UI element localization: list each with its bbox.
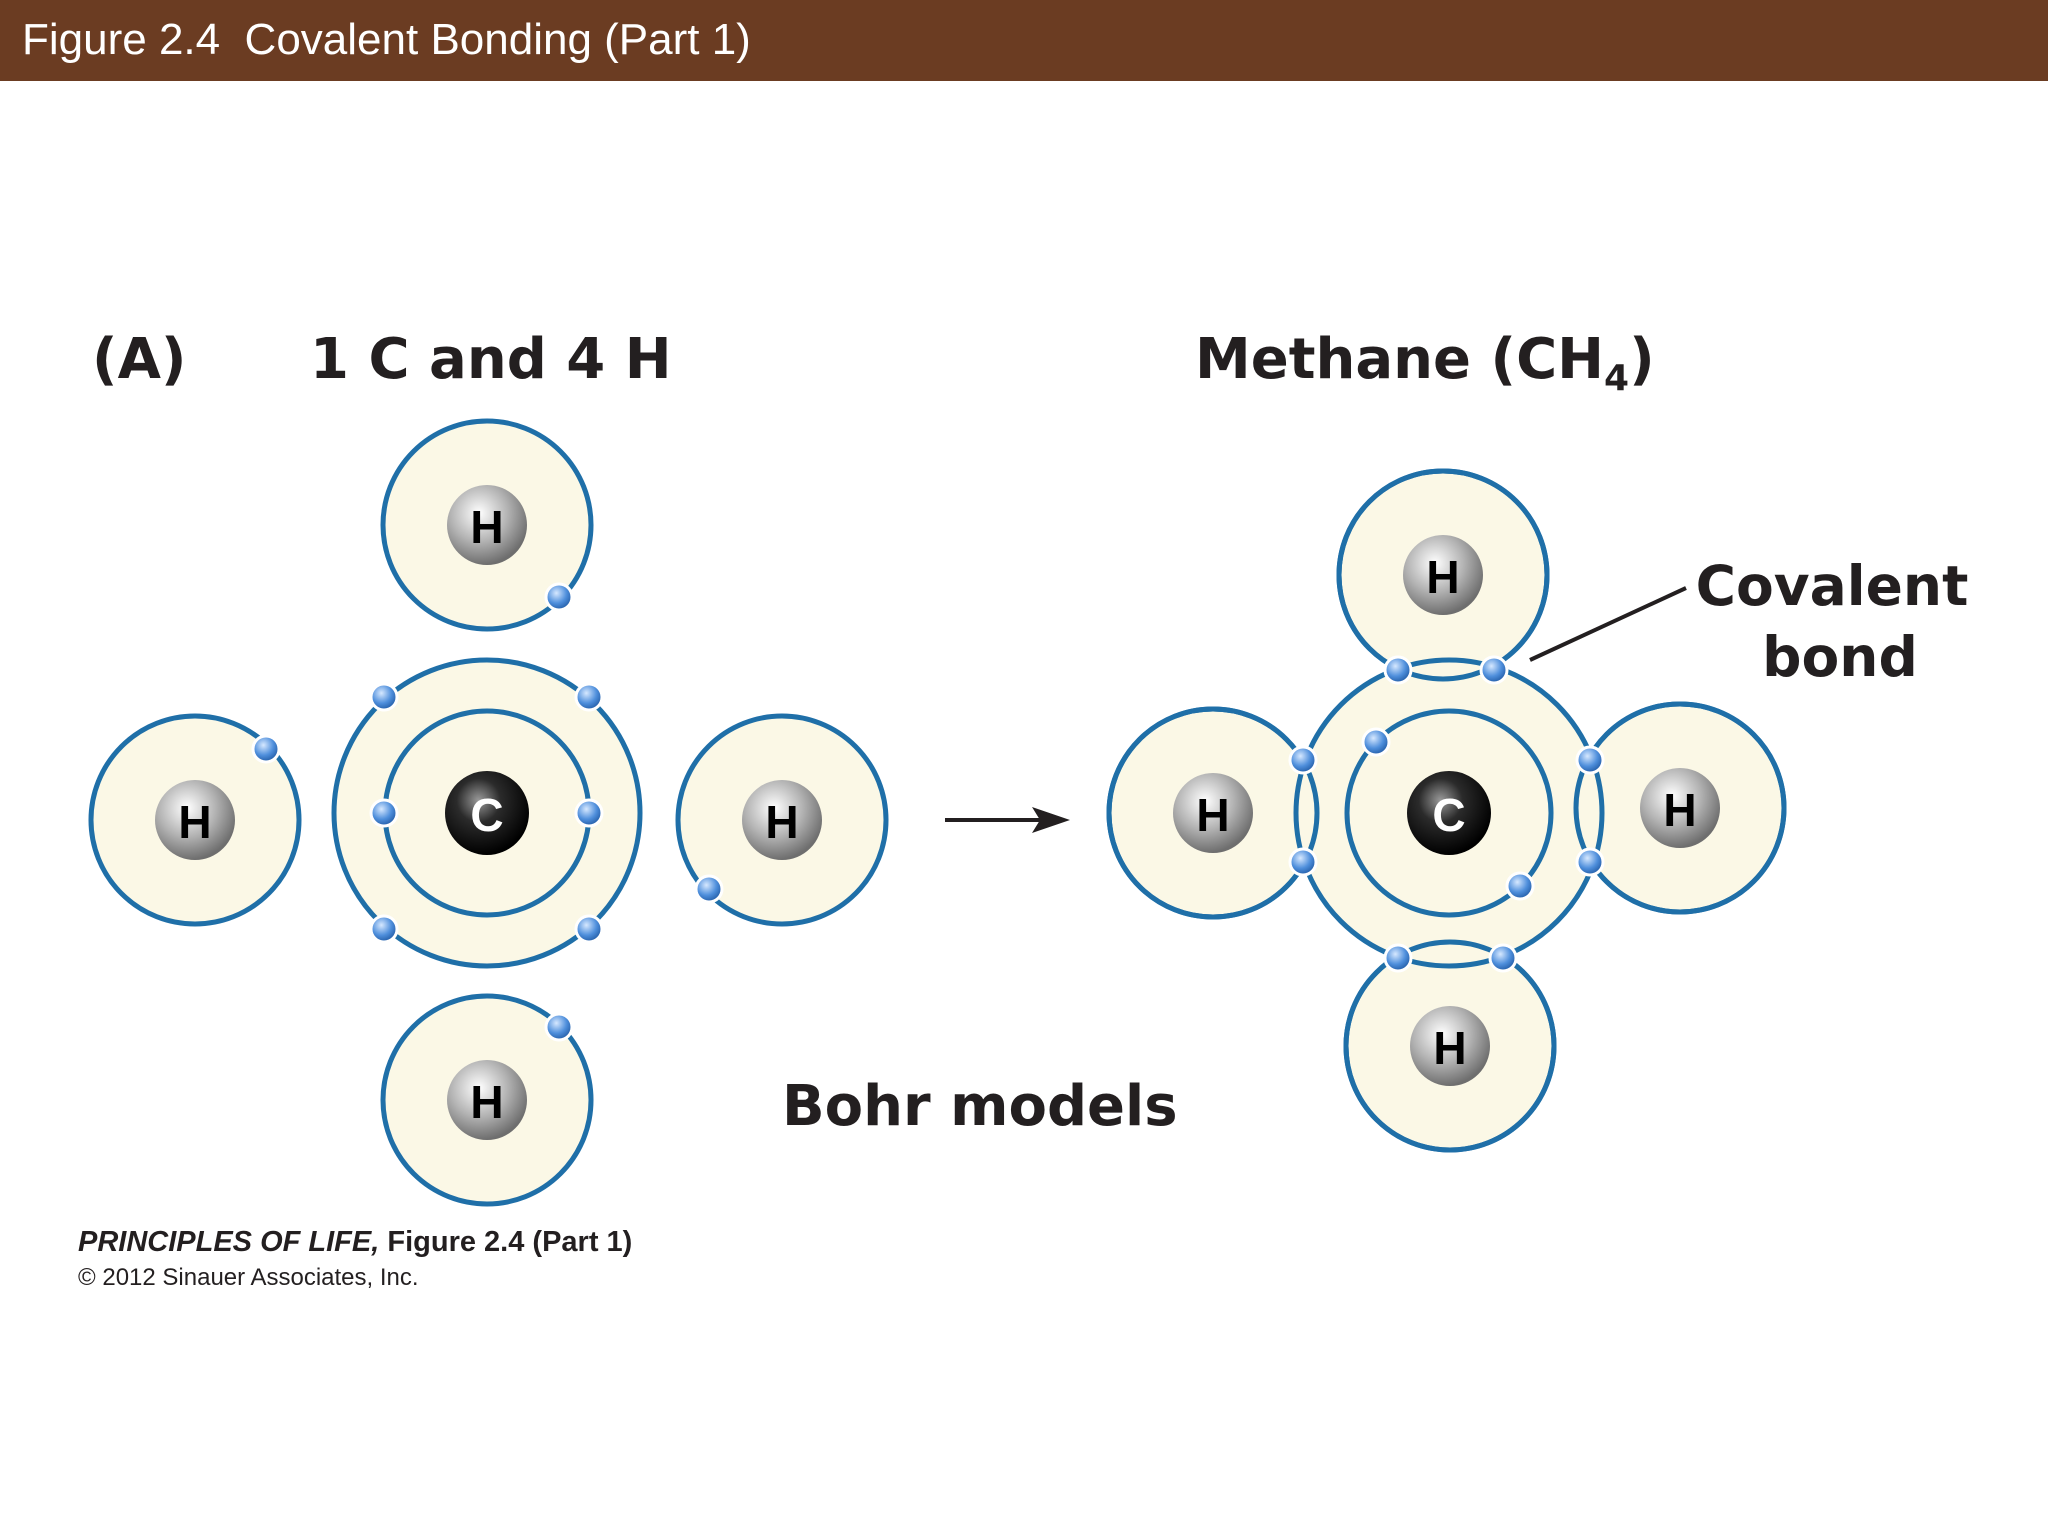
electron	[369, 914, 399, 944]
caption: Bohr models	[782, 1074, 1178, 1139]
hydrogen-symbol: H	[1433, 1022, 1466, 1074]
credit-figure-ref: Figure 2.4 (Part 1)	[379, 1226, 633, 1258]
shared-electron	[1383, 655, 1413, 685]
electron	[1361, 727, 1391, 757]
left-atoms: H H H H C	[88, 418, 889, 1207]
carbon-nucleus	[445, 771, 529, 855]
bond-leader-line	[1529, 586, 1687, 662]
hydrogen-atom-left: H	[88, 713, 302, 927]
shared-electron	[1479, 655, 1509, 685]
electron	[544, 582, 574, 612]
right-heading-close: )	[1629, 327, 1655, 392]
electron	[574, 914, 604, 944]
hydrogen-atom-bottom: H	[380, 993, 594, 1207]
slide-title: Figure 2.4 Covalent Bonding (Part 1)	[22, 15, 751, 64]
carbon-symbol: C	[470, 789, 503, 841]
electron	[574, 798, 604, 828]
right-heading-text: Methane (CH	[1195, 327, 1604, 392]
reaction-arrow	[945, 807, 1070, 833]
electron	[369, 798, 399, 828]
credit-book-title: PRINCIPLES OF LIFE,	[78, 1226, 380, 1258]
shared-electron	[1383, 943, 1413, 973]
hydrogen-atom-top: H	[380, 418, 594, 632]
shared-electron	[1575, 745, 1605, 775]
electron	[544, 1012, 574, 1042]
hydrogen-symbol: H	[470, 501, 503, 553]
hydrogen-symbol: H	[765, 796, 798, 848]
electron	[574, 682, 604, 712]
shared-electron	[1288, 847, 1318, 877]
hydrogen-symbol: H	[470, 1076, 503, 1128]
hydrogen-atom-right: H	[675, 713, 889, 927]
hydrogen-nucleus	[447, 1060, 527, 1140]
electron	[251, 734, 281, 764]
hydrogen-nucleus	[155, 780, 235, 860]
panel-label: (A)	[92, 327, 187, 392]
hydrogen-nucleus	[447, 485, 527, 565]
electron	[694, 874, 724, 904]
covalent-bond-label-line1: Covalent	[1696, 554, 1969, 618]
credit-book-line: PRINCIPLES OF LIFE, Figure 2.4 (Part 1)	[78, 1226, 632, 1259]
right-heading: Methane (CH4)	[1195, 327, 1655, 399]
right-heading-subscript: 4	[1604, 358, 1629, 399]
methane-molecule: H H H H C	[1106, 468, 1787, 1153]
covalent-bond-label-line2: bond	[1762, 625, 1918, 689]
electron	[1505, 871, 1535, 901]
hydrogen-symbol: H	[1426, 551, 1459, 603]
hydrogen-nucleus	[1403, 535, 1483, 615]
carbon-symbol: C	[1432, 789, 1465, 841]
credit-copyright: © 2012 Sinauer Associates, Inc.	[78, 1264, 419, 1291]
title-bar: Figure 2.4 Covalent Bonding (Part 1)	[0, 0, 2048, 81]
hydrogen-nucleus	[1640, 768, 1720, 848]
hydrogen-symbol: H	[1663, 784, 1696, 836]
shared-electron	[1488, 943, 1518, 973]
hydrogen-symbol: H	[178, 796, 211, 848]
shared-electron	[1575, 847, 1605, 877]
electron	[369, 682, 399, 712]
hydrogen-symbol: H	[1196, 789, 1229, 841]
carbon-nucleus	[1407, 771, 1491, 855]
shared-electron	[1288, 745, 1318, 775]
hydrogen-nucleus	[742, 780, 822, 860]
hydrogen-nucleus	[1173, 773, 1253, 853]
left-heading: 1 C and 4 H	[310, 327, 672, 392]
carbon-atom: C	[331, 657, 643, 969]
hydrogen-nucleus	[1410, 1006, 1490, 1086]
